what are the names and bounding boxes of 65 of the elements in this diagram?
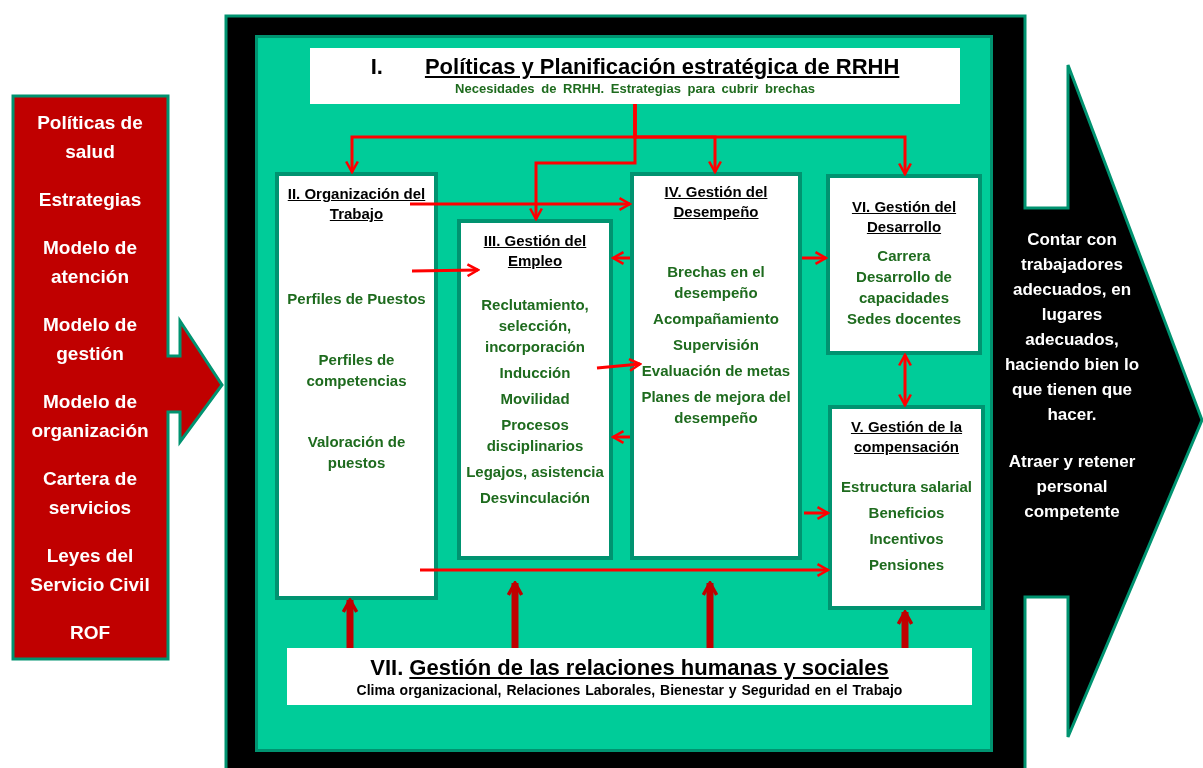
process-box	[828, 405, 985, 610]
box-title: II. Organización del Trabajo	[286, 184, 427, 224]
box-item: Acompañamiento	[652, 309, 780, 329]
box-item: Perfiles de competencias	[305, 350, 408, 391]
box-item: Desvinculación	[478, 488, 591, 508]
arrow	[411, 263, 480, 278]
box-item: Beneficios	[867, 503, 946, 523]
process-box	[826, 174, 982, 355]
box-item: Reclutamiento, selección, incorporación	[480, 295, 590, 357]
arrow	[802, 250, 828, 266]
arrow	[897, 353, 913, 407]
box-item: Supervisión	[672, 335, 760, 355]
box-title: V. Gestión de la compensación	[849, 417, 964, 457]
box-item: Sedes docentes	[845, 309, 963, 329]
box-item: Inducción	[498, 363, 572, 383]
heading-subtitle: Clima organizacional, Relaciones Laborales, Bienestar y Seguridad en el Trabajo	[356, 680, 903, 699]
heading-title: Políticas y Planificación estratégica de RRHH	[424, 54, 900, 80]
box-item: Desarrollo de capacidades	[855, 267, 953, 308]
input-label: Leyes del Servicio Civil	[29, 543, 151, 597]
box-item: Valoración de puestos	[306, 432, 407, 473]
input-label: Cartera de servicios	[42, 466, 138, 520]
heading-box	[310, 48, 960, 104]
box-title: IV. Gestión del Desempeño	[663, 182, 769, 222]
box-item: Legajos, asistencia	[465, 462, 605, 482]
box-item: Carrera	[876, 246, 932, 266]
input-label: ROF	[68, 620, 112, 645]
arrow	[596, 357, 642, 373]
arrow	[896, 610, 914, 648]
arrow	[506, 581, 524, 648]
outcome-text: Atraer y retener personal competente	[1007, 451, 1137, 523]
process-box	[630, 172, 802, 560]
input-label: Políticas de salud	[36, 111, 144, 165]
box-item: Estructura salarial	[840, 477, 973, 497]
arrow	[341, 598, 359, 648]
input-label: Modelo de gestión	[42, 313, 138, 367]
heading-box	[287, 648, 972, 705]
box-item: Movilidad	[499, 389, 571, 409]
arrow	[611, 429, 630, 445]
arrow	[611, 250, 630, 266]
arrow	[804, 505, 830, 521]
process-box	[275, 172, 438, 600]
heading-title: Gestión de las relaciones humanas y sociales	[409, 654, 889, 681]
input-label: Estrategias	[37, 188, 143, 213]
arrow	[420, 562, 830, 578]
box-item: Procesos disciplinarios	[485, 415, 585, 456]
box-item: Pensiones	[868, 555, 945, 575]
roman-numeral: I.	[370, 54, 383, 80]
outcome-frame	[225, 15, 1203, 768]
arrow	[701, 581, 719, 648]
input-block-arrow	[12, 95, 224, 660]
box-item: Perfiles de Puestos	[286, 289, 427, 309]
process-box	[457, 219, 613, 560]
box-item: Evaluación de metas	[641, 361, 791, 381]
input-label: Modelo de organización	[30, 389, 150, 443]
roman-numeral: VII.	[370, 654, 404, 681]
arrow	[633, 104, 913, 176]
box-item: Brechas en el desempeño	[666, 262, 766, 303]
box-title: VI. Gestión del Desarrollo	[850, 197, 958, 237]
heading-subtitle: Necesidades de RRHH. Estrategias para cubrir brechas	[455, 80, 815, 98]
box-item: Planes de mejora del desempeño	[641, 387, 791, 428]
outcome-text: Contar con trabajadores adecuados, en lugares adecuados, haciendo bien lo que tienen que hacer.	[1003, 229, 1141, 426]
arrow	[410, 196, 632, 212]
input-label: Modelo de atención	[42, 236, 138, 290]
box-item: Incentivos	[868, 529, 945, 549]
box-title: III. Gestión del Empleo	[482, 231, 588, 271]
